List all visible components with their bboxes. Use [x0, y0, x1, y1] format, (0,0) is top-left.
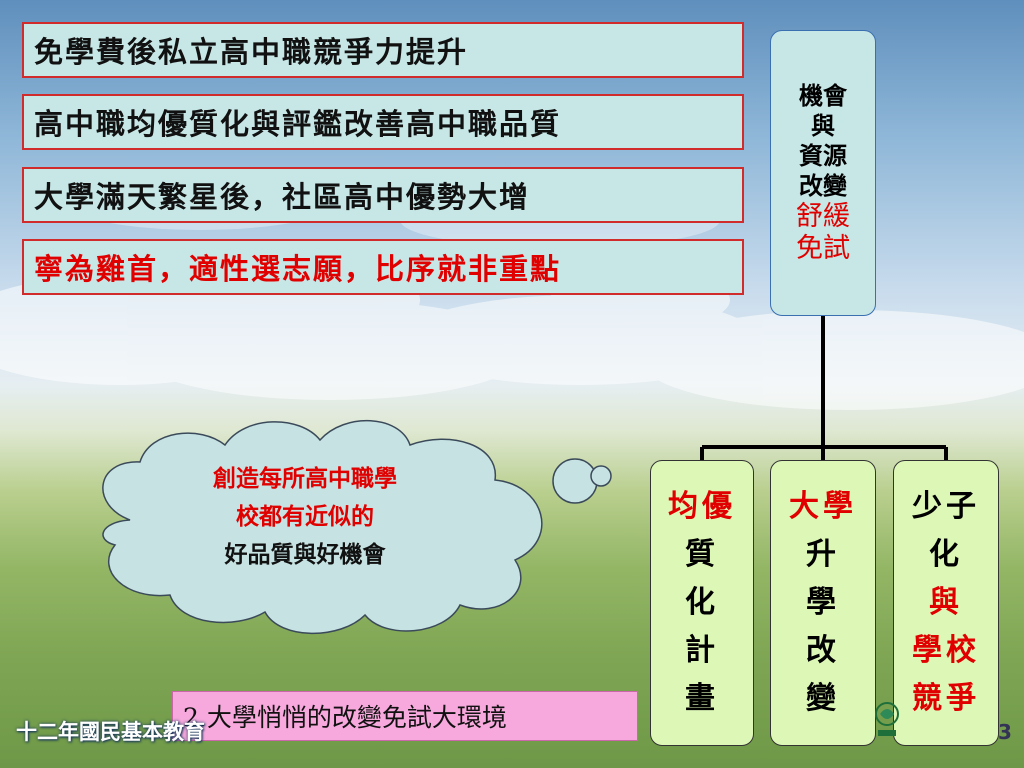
branch-label: 競爭 [912, 681, 980, 716]
branch-box-quality: 均優 質 化 計 畫 [650, 460, 754, 746]
statement-bar-4: 寧為雞首，適性選志願，比序就非重點 [22, 239, 744, 295]
branch-label: 變 [806, 681, 840, 716]
top-box-line: 資源 [799, 141, 847, 170]
branch-label: 學校 [912, 633, 980, 668]
page-number: 3 [998, 720, 1012, 744]
statement-text: 高中職均優質化與評鑑改善高中職品質 [34, 107, 562, 141]
branch-label: 化 [929, 537, 963, 572]
statement-text: 免學費後私立高中職競爭力提升 [34, 35, 469, 69]
branch-box-birthrate: 少子 化 與 學校 競爭 [893, 460, 999, 746]
cloud-line: 好品質與好機會 [224, 541, 386, 568]
top-concept-box: 機會 與 資源 改變 舒緩 免試 [770, 30, 876, 316]
branch-box-university: 大學 升 學 改 變 [770, 460, 876, 746]
cloud-line: 校都有近似的 [236, 503, 374, 530]
branch-label: 學 [806, 585, 840, 620]
ministry-logo-icon [875, 702, 899, 736]
branch-label: 化 [685, 585, 719, 620]
top-box-emphasis: 免試 [796, 233, 850, 264]
statement-text: 大學滿天繁星後，社區高中優勢大增 [34, 180, 531, 214]
top-box-line: 與 [811, 111, 835, 140]
footer-brand: 十二年國民基本教育 [16, 720, 205, 744]
branch-label: 畫 [685, 681, 719, 716]
slide-subtitle: 2.大學悄悄的改變免試大環境 [172, 691, 638, 741]
branch-label: 均優 [668, 489, 736, 524]
statement-bar-1: 免學費後私立高中職競爭力提升 [22, 22, 744, 78]
top-box-line: 機會 [799, 81, 847, 110]
statement-bar-2: 高中職均優質化與評鑑改善高中職品質 [22, 94, 744, 150]
statement-bar-3: 大學滿天繁星後，社區高中優勢大增 [22, 167, 744, 223]
branch-label: 大學 [789, 489, 857, 524]
subtitle-text: 2.大學悄悄的改變免試大環境 [183, 703, 507, 732]
cloud-text: 創造每所高中職學 校都有近似的 好品質與好機會 [140, 460, 470, 574]
branch-label: 質 [685, 537, 719, 572]
branch-label: 升 [806, 537, 840, 572]
statement-text: 寧為雞首，適性選志願，比序就非重點 [34, 252, 562, 286]
branch-label: 計 [685, 633, 719, 668]
branch-label: 與 [929, 585, 963, 620]
top-box-line: 改變 [799, 171, 847, 200]
branch-label: 少子 [912, 489, 980, 524]
cloud-line: 創造每所高中職學 [213, 465, 397, 492]
branch-label: 改 [806, 633, 840, 668]
top-box-emphasis: 舒緩 [796, 201, 850, 232]
